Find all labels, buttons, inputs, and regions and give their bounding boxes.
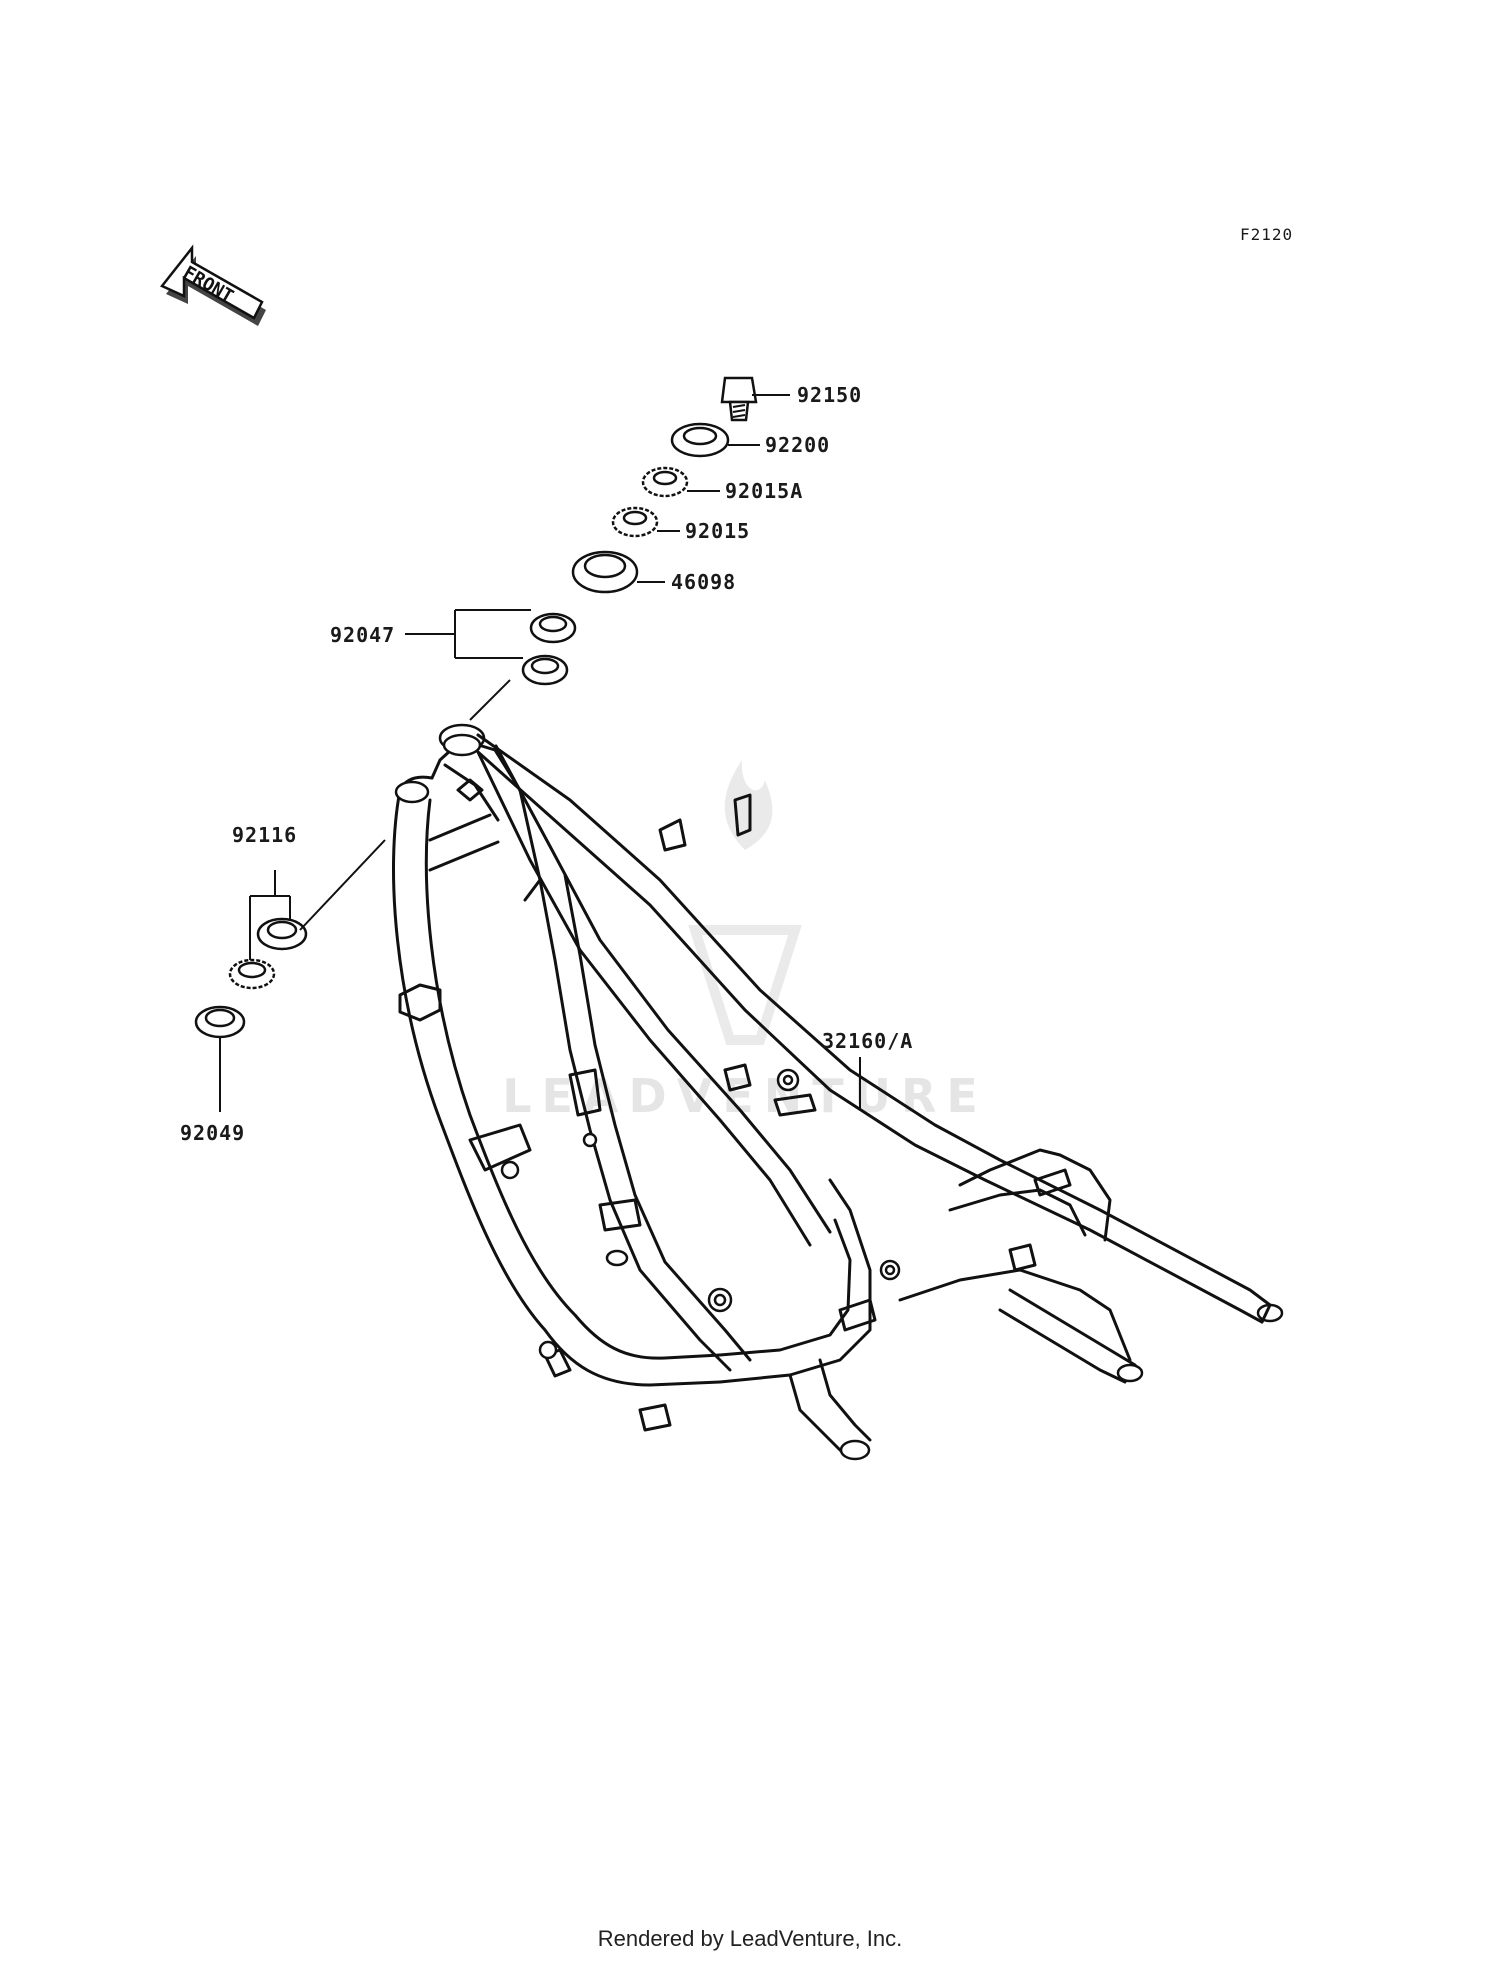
part-92015a-nut[interactable] xyxy=(641,466,689,498)
label-92150: 92150 xyxy=(797,383,862,407)
part-92200-washer[interactable] xyxy=(670,422,730,458)
front-arrow-icon: FRONT xyxy=(160,244,266,326)
front-label: FRONT xyxy=(180,262,238,307)
label-46098: 46098 xyxy=(671,570,736,594)
part-92116-lower-bearing[interactable] xyxy=(228,917,308,990)
label-92047: 92047 xyxy=(330,623,395,647)
part-92049-seal[interactable] xyxy=(194,1005,246,1039)
label-92015a: 92015A xyxy=(725,479,803,503)
part-92150-bolt[interactable] xyxy=(720,376,758,422)
leader-lines xyxy=(219,394,861,1112)
watermark-logo xyxy=(688,760,802,1045)
part-labels: 92150 92200 92015A 92015 46098 92047 921… xyxy=(180,383,913,1145)
motorcycle-frame xyxy=(392,723,1284,1461)
part-46098-cap[interactable] xyxy=(571,550,639,594)
label-32160-a: 32160/A xyxy=(822,1029,913,1053)
footer-credit: Rendered by LeadVenture, Inc. xyxy=(597,1926,903,1951)
label-92049: 92049 xyxy=(180,1121,245,1145)
part-92015-nut[interactable] xyxy=(611,506,659,538)
label-92015: 92015 xyxy=(685,519,750,543)
label-92116: 92116 xyxy=(232,823,297,847)
part-92047-upper-bearing[interactable] xyxy=(521,612,577,686)
diagram-code: F2120 xyxy=(1240,225,1293,244)
label-92200: 92200 xyxy=(765,433,830,457)
